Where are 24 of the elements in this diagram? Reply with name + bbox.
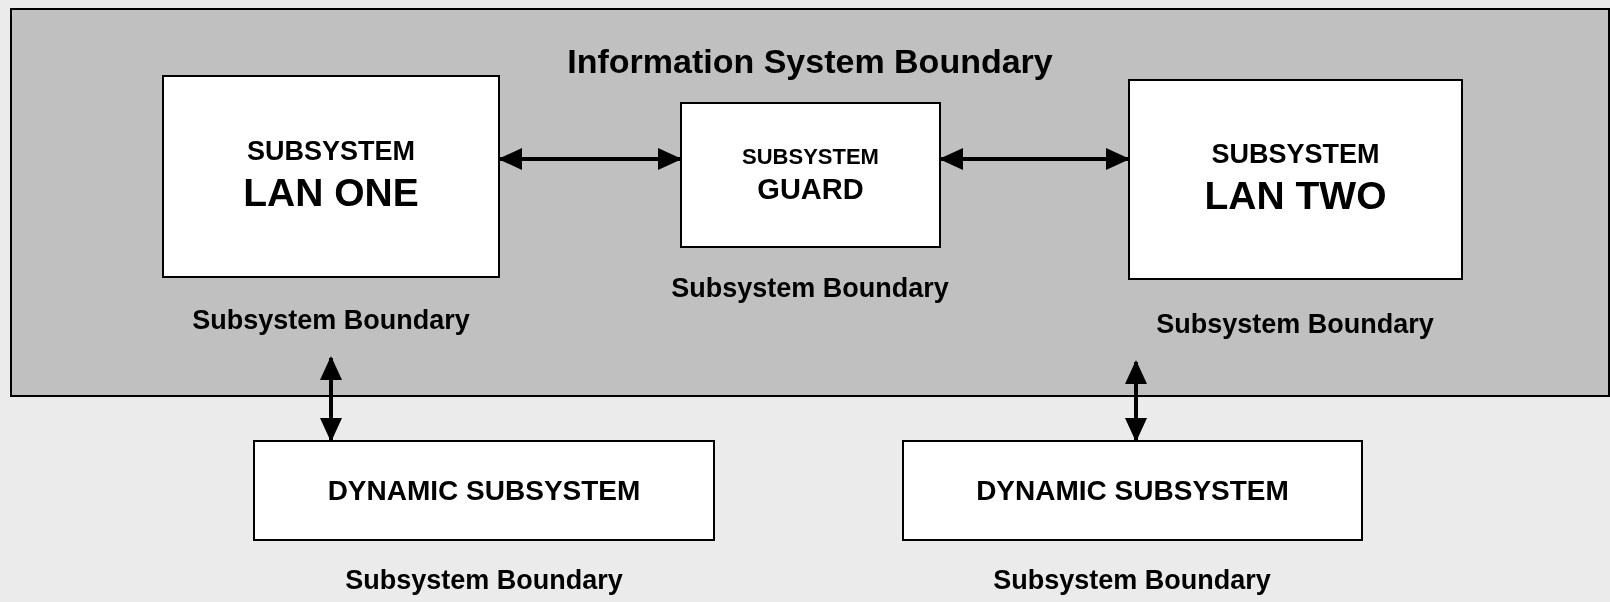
double-arrow [320,356,342,442]
subsystem-label: DYNAMIC SUBSYSTEM [976,474,1289,508]
subsystem-label: LAN ONE [243,170,419,216]
subsystem-label: SUBSYSTEM [247,135,415,169]
boundary-caption: Subsystem Boundary [1156,308,1434,341]
subsystem-box [162,75,500,278]
double-arrow [498,148,682,170]
boundary-caption: Subsystem Boundary [192,304,470,337]
subsystem-label: DYNAMIC SUBSYSTEM [327,474,641,508]
subsystem-label: LAN TWO [1204,173,1387,219]
subsystem-box [1128,79,1463,280]
double-arrow [1125,360,1147,442]
double-arrow [939,148,1130,170]
subsystem-label: SUBSYSTEM [742,143,879,171]
subsystem-box [902,440,1363,541]
system-boundary-box [10,8,1610,397]
subsystem-box [680,102,941,248]
boundary-caption: Subsystem Boundary [345,564,623,597]
subsystem-label: SUBSYSTEM [1211,138,1380,172]
boundary-caption: Subsystem Boundary [671,272,949,305]
boundary-title: Information System Boundary [566,44,1054,78]
subsystem-box [253,440,715,541]
subsystem-label: GUARD [757,171,864,207]
boundary-caption: Subsystem Boundary [993,564,1271,597]
